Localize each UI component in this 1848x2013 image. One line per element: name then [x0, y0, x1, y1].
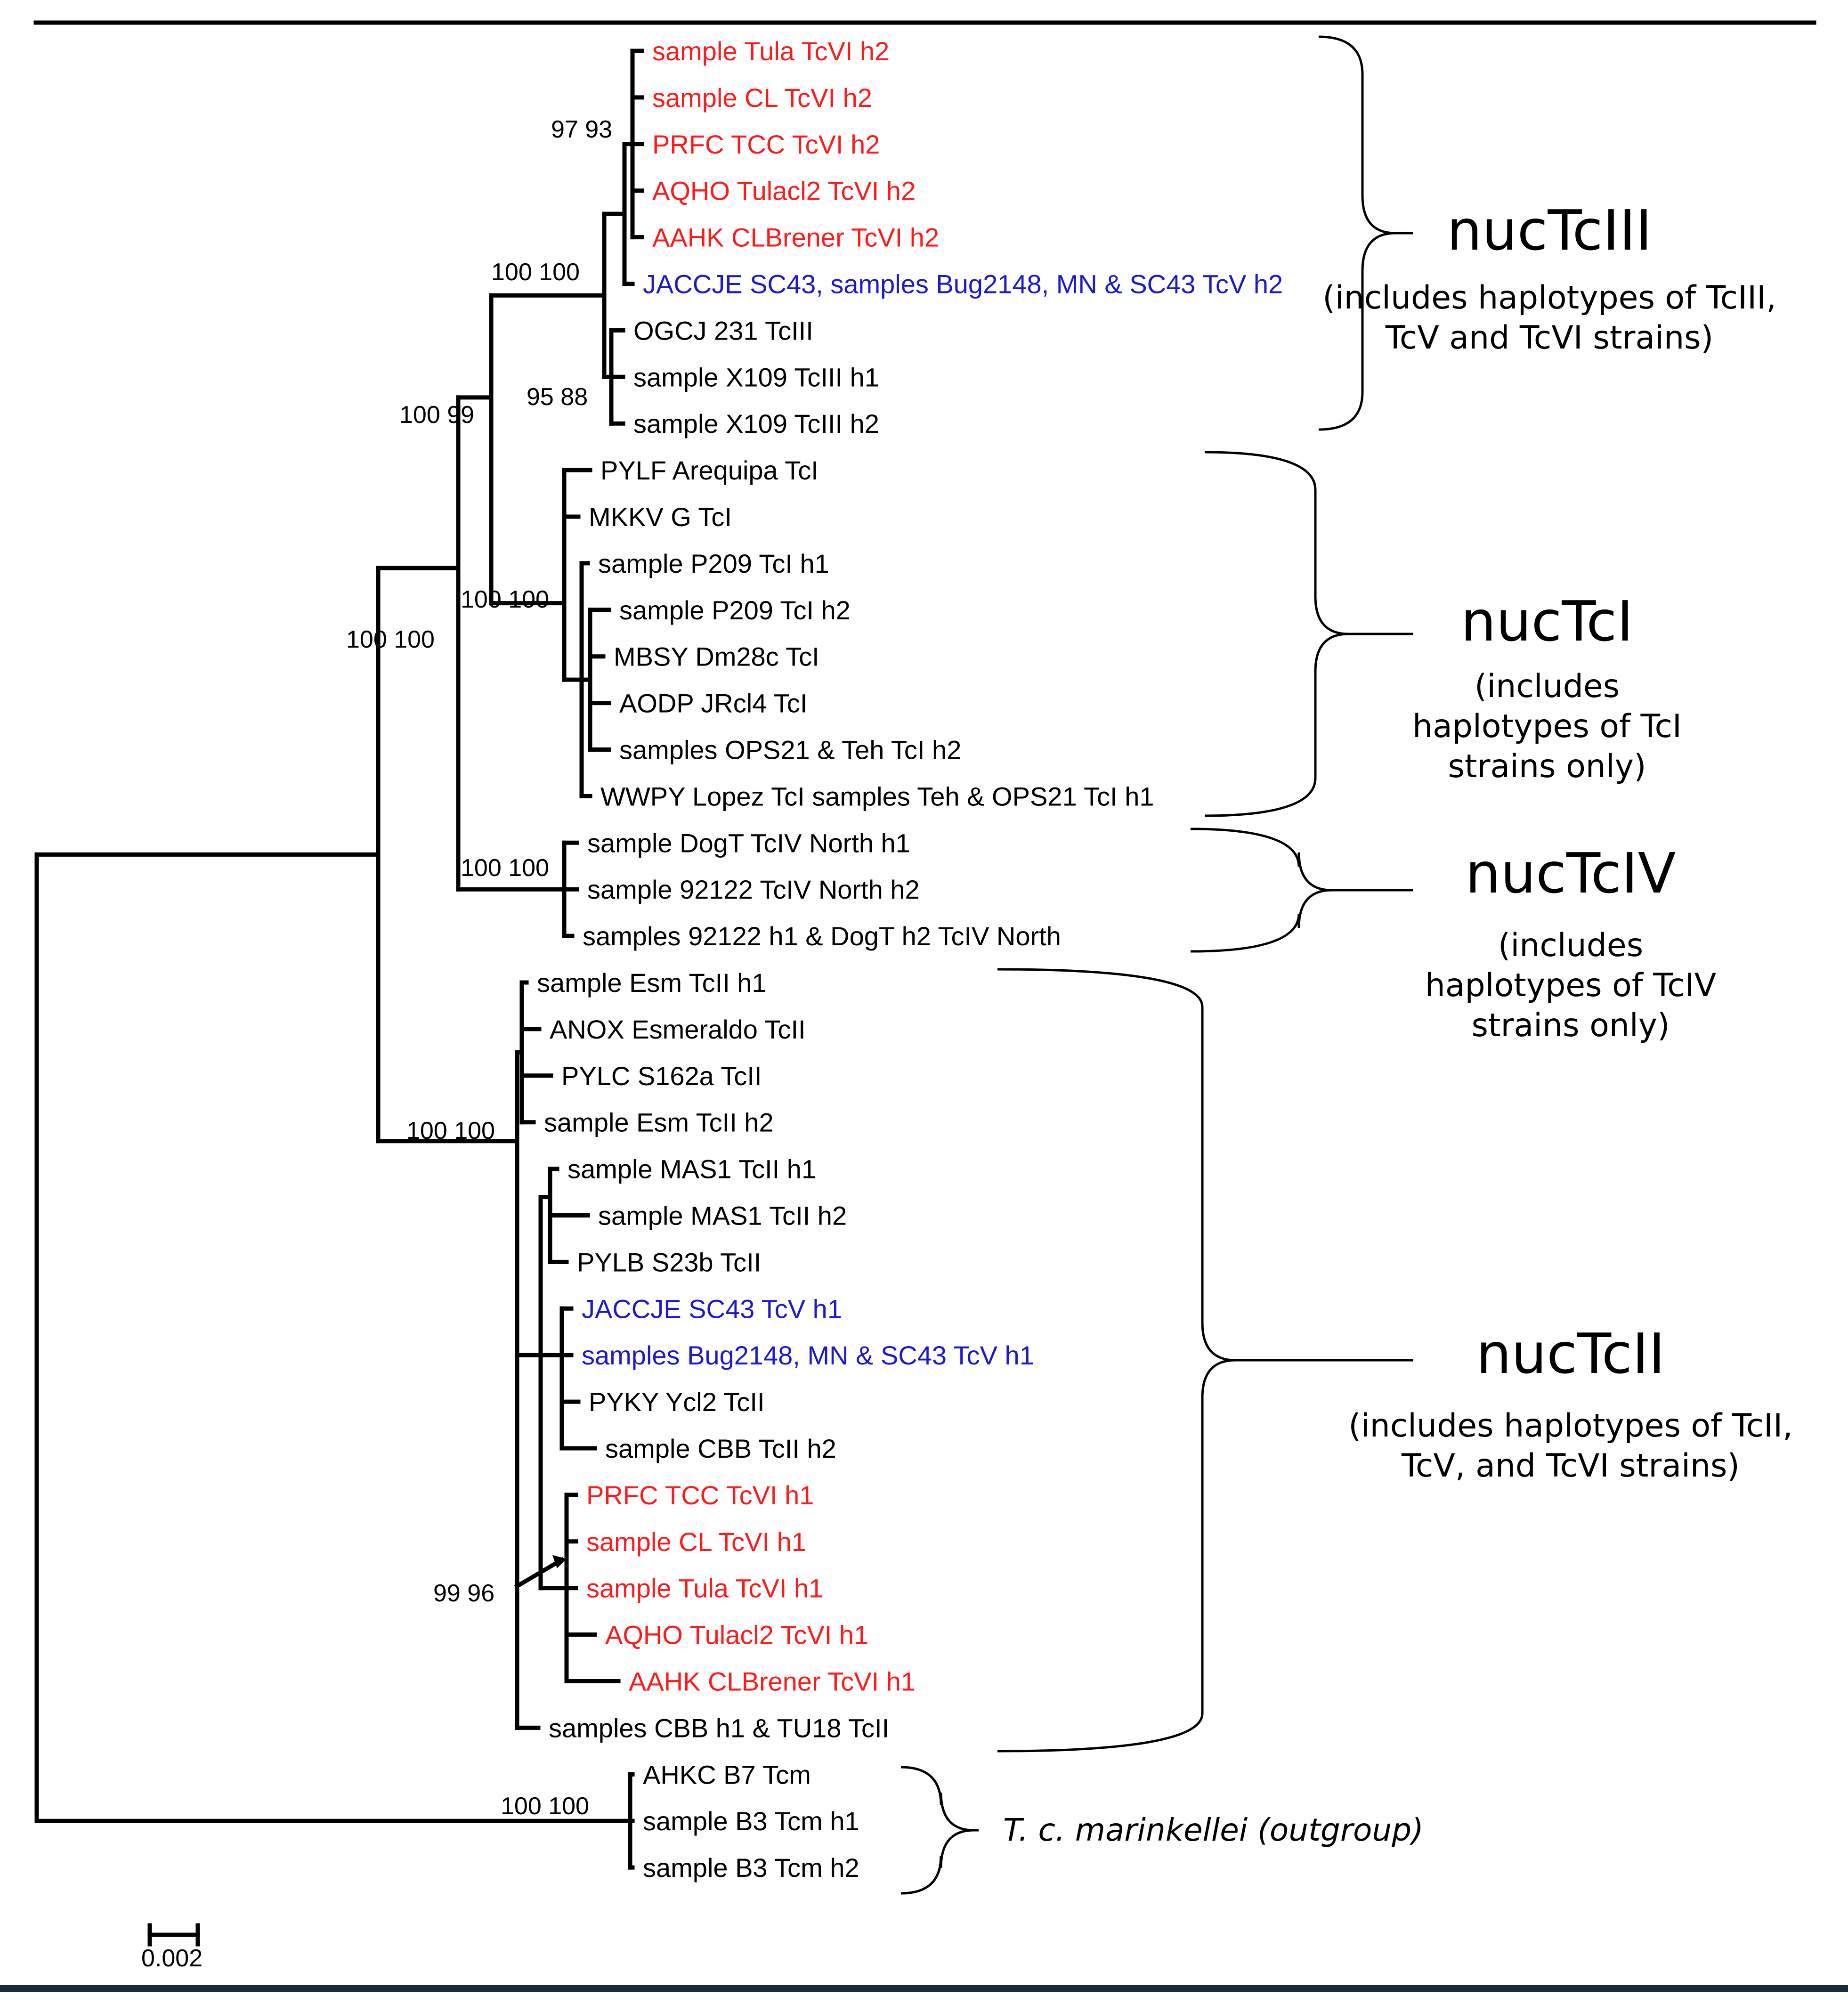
arrow-line — [514, 1557, 565, 1589]
bootstrap-label: 100 100 — [491, 259, 580, 286]
group-description: (includes haplotypes of TcII, — [1348, 1407, 1793, 1445]
taxon-label: sample Esm TcII h1 — [537, 968, 767, 998]
scale-bar-label: 0.002 — [141, 1945, 203, 1972]
group-description: TcV, and TcVI strains) — [1401, 1447, 1740, 1485]
taxon-label: WWPY Lopez TcI samples Teh & OPS21 TcI h… — [600, 781, 1154, 811]
group-description: TcV and TcVI strains) — [1385, 319, 1713, 357]
group-title: nucTcII — [1476, 1321, 1665, 1386]
bootstrap-label: 100 100 — [461, 586, 549, 613]
brace-nuctciii — [1318, 35, 1396, 431]
group-description: (includes haplotypes of TcIII, — [1322, 279, 1776, 317]
group-description: haplotypes of TcIV — [1425, 967, 1716, 1004]
bootstrap-label: 100 100 — [461, 854, 549, 882]
bootstrap-label: 95 88 — [527, 383, 588, 411]
taxon-label: sample B3 Tcm h2 — [643, 1853, 859, 1883]
taxon-label: sample MAS1 TcII h1 — [567, 1154, 816, 1184]
taxon-label: PRFC TCC TcVI h2 — [652, 130, 880, 159]
taxon-label: PYLC S162a TcII — [561, 1061, 762, 1091]
taxon-label: sample CBB TcII h2 — [605, 1434, 836, 1463]
group-description: (includes — [1498, 927, 1643, 964]
taxon-label: sample B3 Tcm h1 — [643, 1806, 859, 1836]
outgroup-label: T. c. marinkellei (outgroup) — [1003, 1812, 1424, 1848]
taxon-label: PYLF Arequipa TcI — [600, 455, 819, 485]
bootstrap-label: 100 100 — [346, 626, 435, 653]
taxon-label: sample P209 TcI h1 — [598, 549, 829, 578]
group-title: nucTcIII — [1447, 198, 1652, 263]
group-title: nucTcI — [1461, 589, 1633, 654]
bootstrap-label: 97 93 — [551, 116, 612, 143]
taxon-label: sample DogT TcIV North h1 — [587, 828, 910, 858]
group-description: strains only) — [1471, 1007, 1670, 1044]
group-description: (includes — [1475, 668, 1620, 705]
taxon-label: MKKV G TcI — [589, 502, 732, 532]
taxon-label: sample 92122 TcIV North h2 — [587, 875, 920, 904]
taxon-label: AQHO Tulacl2 TcVI h1 — [605, 1620, 868, 1650]
taxon-label: JACCJE SC43 TcV h1 — [582, 1294, 842, 1323]
brace-nuctciv — [1190, 828, 1332, 953]
taxon-label: samples 92122 h1 & DogT h2 TcIV North — [583, 921, 1061, 951]
taxon-label: PYKY Ycl2 TcII — [589, 1387, 765, 1417]
group-title: nucTcIV — [1466, 841, 1676, 906]
taxon-label: sample MAS1 TcII h2 — [598, 1201, 847, 1231]
taxon-label: PYLB S23b TcII — [577, 1247, 761, 1277]
group-description: haplotypes of TcI — [1412, 708, 1682, 745]
bootstrap-label: 99 96 — [433, 1580, 494, 1607]
taxon-label: samples CBB h1 & TU18 TcII — [549, 1713, 889, 1743]
taxon-label: sample Esm TcII h2 — [544, 1108, 774, 1137]
taxon-label: sample Tula TcVI h1 — [586, 1574, 823, 1603]
taxon-label: MBSY Dm28c TcI — [614, 642, 819, 672]
bootstrap-label: 100 100 — [406, 1117, 495, 1144]
group-description: strains only) — [1448, 748, 1646, 785]
taxon-label: AQHO Tulacl2 TcVI h2 — [652, 176, 916, 206]
brace-nuctci — [1204, 451, 1349, 817]
taxon-label: sample Tula TcVI h2 — [652, 36, 889, 66]
taxon-label: PRFC TCC TcVI h1 — [586, 1480, 814, 1510]
taxon-label: JACCJE SC43, samples Bug2148, MN & SC43 … — [643, 269, 1283, 299]
taxon-label: sample CL TcVI h1 — [586, 1527, 806, 1557]
taxon-label: sample X109 TcIII h1 — [633, 362, 879, 392]
taxon-label: samples Bug2148, MN & SC43 TcV h1 — [582, 1340, 1034, 1370]
brace-outgroup — [900, 1766, 974, 1895]
taxon-label: ANOX Esmeraldo TcII — [550, 1015, 806, 1044]
taxon-label: AAHK CLBrener TcVI h2 — [652, 223, 939, 252]
taxon-label: AHKC B7 Tcm — [643, 1760, 811, 1789]
taxon-label: AAHK CLBrener TcVI h1 — [629, 1667, 916, 1696]
taxon-label: sample CL TcVI h2 — [652, 83, 872, 113]
bootstrap-label: 100 99 — [399, 401, 474, 429]
taxon-label: AODP JRcl4 TcI — [619, 689, 807, 718]
taxon-label: samples OPS21 & Teh TcI h2 — [619, 735, 961, 765]
arrow-head — [552, 1555, 567, 1568]
taxon-label: OGCJ 231 TcIII — [633, 316, 813, 345]
bootstrap-label: 100 100 — [501, 1793, 589, 1820]
taxon-label: sample X109 TcIII h2 — [633, 409, 879, 438]
taxon-label: sample P209 TcI h2 — [619, 595, 851, 625]
